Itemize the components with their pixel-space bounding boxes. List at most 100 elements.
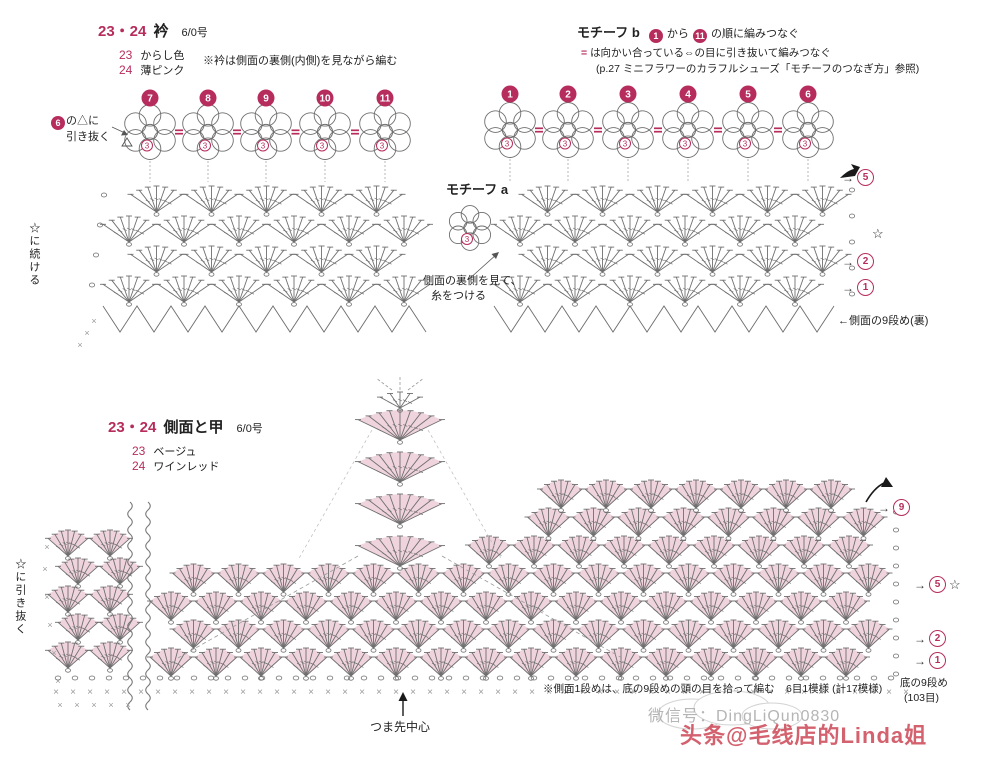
bottom-title-hook: 6/0号 <box>236 423 263 435</box>
svg-text:×: × <box>223 687 229 698</box>
svg-text:×: × <box>767 687 773 698</box>
svg-text:×: × <box>563 687 569 698</box>
row-marker-bottom-2: → 2 <box>914 630 946 647</box>
color-number: 23 <box>132 444 146 458</box>
row-arrow-icon: → <box>914 631 926 646</box>
svg-text:×: × <box>359 687 365 698</box>
svg-text:×: × <box>77 340 82 350</box>
row-number-circle: 5 <box>857 169 874 186</box>
svg-text:×: × <box>750 687 756 698</box>
svg-text:3: 3 <box>683 139 688 148</box>
svg-text:×: × <box>597 687 603 698</box>
svg-text:×: × <box>427 687 433 698</box>
row-marker-bottom-1: → 1 <box>914 652 946 669</box>
row-number-circle: 2 <box>929 630 946 647</box>
motif-b-header: モチーフ b 1 から 11 の順に編みつなぐ <box>577 24 799 44</box>
svg-text:×: × <box>57 700 62 710</box>
pickup-note: ※側面1段めは、底の9段めの頭の目を拾って編む <box>543 683 775 695</box>
repeat-note: 6目1模様 (計17模様) <box>786 683 883 695</box>
bottom-title-numbers: 23・24 <box>108 419 157 436</box>
svg-text:×: × <box>376 687 382 698</box>
svg-text:8: 8 <box>205 94 211 105</box>
svg-text:3: 3 <box>320 141 325 150</box>
svg-text:×: × <box>189 687 195 698</box>
svg-text:×: × <box>342 687 348 698</box>
svg-text:×: × <box>108 700 113 710</box>
base-row-note: 底の9段め <box>900 677 948 689</box>
bottom-section-title: 23・24 側面と甲 6/0号 <box>108 418 263 438</box>
row-marker-bottom-9: → 9 <box>878 499 910 516</box>
top-title-hook: 6/0号 <box>181 27 208 39</box>
motif-seq-text1: から <box>666 28 689 40</box>
svg-text:×: × <box>546 687 552 698</box>
row-number-circle: 1 <box>857 279 874 296</box>
svg-text:×: × <box>614 687 620 698</box>
svg-text:×: × <box>903 687 909 698</box>
svg-text:×: × <box>291 687 297 698</box>
svg-text:×: × <box>121 687 127 698</box>
svg-text:3: 3 <box>465 235 470 244</box>
svg-text:3: 3 <box>261 141 266 150</box>
row-arrow-icon: → <box>914 653 926 668</box>
slip-note-text1: の△に <box>66 115 99 127</box>
row-arrow-icon: → <box>842 254 854 269</box>
svg-text:×: × <box>869 687 875 698</box>
svg-text:10: 10 <box>319 94 331 105</box>
svg-text:2: 2 <box>565 90 571 101</box>
svg-text:×: × <box>138 687 144 698</box>
svg-text:×: × <box>512 687 518 698</box>
row-number-circle: 1 <box>929 652 946 669</box>
svg-text:×: × <box>47 620 52 630</box>
top-title-numbers: 23・24 <box>98 23 147 40</box>
continue-at-star-note: ☆に続ける <box>27 222 40 287</box>
svg-text:×: × <box>44 542 49 552</box>
motif-b-ref-note: (p.27 ミニフラワーのカラフルシューズ「モチーフのつなぎ方」参照) <box>596 63 920 75</box>
svg-text:1: 1 <box>507 90 513 101</box>
svg-text:×: × <box>274 687 280 698</box>
svg-text:3: 3 <box>623 139 628 148</box>
row-arrow-icon: → <box>878 500 890 515</box>
motif-b-join-note: = は向かい合っている⇔の目に引き抜いて編みつなぐ <box>581 46 831 60</box>
svg-text:×: × <box>444 687 450 698</box>
svg-text:×: × <box>835 687 841 698</box>
row-arrow-icon: → <box>842 280 854 295</box>
svg-text:×: × <box>886 687 892 698</box>
svg-text:×: × <box>801 687 807 698</box>
svg-text:3: 3 <box>563 139 568 148</box>
bottom-title-part: 側面と甲 <box>163 419 224 436</box>
row-number-circle: 9 <box>893 499 910 516</box>
svg-text:×: × <box>648 687 654 698</box>
slip-note-number-badge: 6 <box>51 116 65 131</box>
color-number: 23 <box>119 48 133 62</box>
attach-note-line2: 糸をつける <box>431 289 486 302</box>
row-arrow-icon: → <box>842 170 854 185</box>
svg-text:11: 11 <box>380 94 391 105</box>
motif-b-label: モチーフ b <box>577 25 640 40</box>
svg-text:3: 3 <box>145 141 150 150</box>
watermark-wechat: 微信号：DingLiQun0830 <box>648 708 841 725</box>
motif-a-label: モチーフ a <box>446 182 509 197</box>
svg-text:×: × <box>308 687 314 698</box>
svg-text:×: × <box>495 687 501 698</box>
collar-note: ※衿は側面の裏側(内側)を見ながら編む <box>203 55 398 67</box>
svg-text:×: × <box>325 687 331 698</box>
svg-text:×: × <box>393 687 399 698</box>
svg-text:×: × <box>55 676 60 686</box>
svg-text:×: × <box>74 700 79 710</box>
svg-text:×: × <box>155 687 161 698</box>
join-mark-icon: = <box>581 47 588 59</box>
row-arrow-icon: → <box>914 577 926 592</box>
svg-text:×: × <box>699 687 705 698</box>
svg-text:7: 7 <box>147 94 153 105</box>
slip-to-star-note: ☆に引き抜く <box>13 558 26 636</box>
svg-text:×: × <box>53 687 59 698</box>
svg-text:×: × <box>818 687 824 698</box>
motif-seq-to-badge: 11 <box>692 29 707 44</box>
top-section-title: 23・24 衿 6/0号 <box>98 22 208 42</box>
svg-text:×: × <box>87 687 93 698</box>
svg-text:×: × <box>84 328 89 338</box>
row-marker-top-2: → 2 <box>842 253 874 270</box>
svg-text:3: 3 <box>203 141 208 150</box>
top-title-part: 衿 <box>153 23 169 40</box>
